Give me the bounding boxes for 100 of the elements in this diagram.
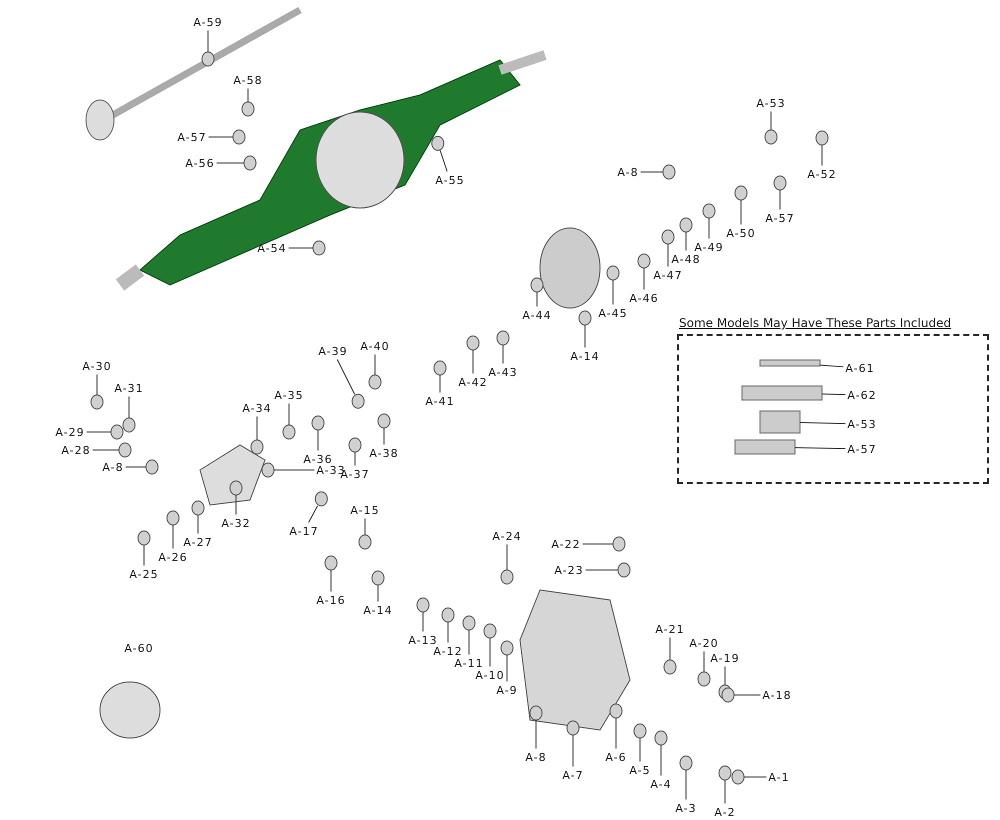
callout-number: A-26 [158, 550, 188, 564]
leader-line [612, 280, 614, 305]
callout-number: A-8 [102, 460, 124, 474]
part-drawing [368, 374, 382, 390]
part-drawing [110, 424, 124, 440]
leader-line [724, 666, 726, 686]
part-drawing [664, 660, 676, 674]
callout-number: A-41 [425, 394, 455, 408]
leader-line [308, 505, 318, 523]
part-drawing [416, 598, 430, 612]
part-drawing [662, 164, 676, 180]
part-drawing [378, 414, 390, 428]
part-drawing [612, 536, 626, 552]
callout-number: A-32 [221, 516, 251, 530]
callout-number: A-44 [522, 308, 552, 322]
part-drawing [760, 360, 820, 366]
callout-number: A-34 [242, 402, 272, 414]
part-drawing [282, 424, 296, 440]
leader-line [330, 570, 332, 592]
leader-line [422, 612, 424, 632]
part-drawing [680, 756, 692, 770]
callout-number: A-40 [360, 340, 390, 352]
part-drawing [718, 766, 732, 780]
callout-number: A-15 [350, 504, 380, 516]
part-drawing [352, 394, 365, 409]
part-drawing [118, 442, 132, 458]
callout-number: A-4 [650, 778, 672, 790]
part-drawing [530, 278, 544, 292]
callout-number: A-20 [689, 636, 719, 650]
callout-number: A-5 [629, 764, 651, 776]
callout-number: A-16 [316, 594, 346, 606]
callout-number: A-42 [458, 376, 488, 388]
callout-number: A-19 [710, 652, 740, 664]
callout-number: A-53 [756, 96, 786, 110]
callout-number: A-17 [289, 524, 319, 538]
part-drawing [442, 608, 454, 622]
part-drawing [638, 254, 650, 268]
callout-number: A-53 [847, 418, 877, 430]
callout-number: A-54 [257, 242, 287, 254]
part-drawing [500, 570, 514, 584]
part-drawing [232, 130, 246, 144]
leader-line [770, 111, 772, 130]
part-drawing [606, 266, 620, 280]
leader-line [336, 359, 356, 395]
callout-number: A-47 [653, 268, 683, 282]
part-drawing [192, 500, 204, 516]
leader-line [374, 354, 376, 376]
leader-line [708, 218, 710, 239]
leader-line [744, 776, 767, 778]
leader-line [800, 422, 846, 424]
callout-number: A-52 [807, 168, 837, 180]
leader-line [740, 200, 742, 225]
callout-number: A-21 [655, 622, 685, 636]
leader-line [468, 630, 470, 655]
callout-number: A-1 [768, 770, 790, 784]
leader-line [96, 374, 98, 396]
leader-line [125, 466, 146, 468]
part-drawing [566, 720, 580, 736]
part-drawing [312, 240, 326, 256]
part-drawing [618, 562, 630, 578]
part-drawing [348, 438, 362, 452]
callout-number: A-24 [492, 530, 522, 542]
callout-number: A-8 [617, 166, 639, 178]
callout-number: A-61 [845, 362, 875, 374]
part-drawing [774, 176, 786, 190]
callout-number: A-46 [629, 292, 659, 304]
part-drawing [166, 510, 180, 526]
leader-line [724, 780, 726, 804]
part-drawing [314, 491, 328, 506]
callout-number: A-10 [475, 668, 505, 682]
callout-number: A-3 [675, 802, 697, 814]
callout-number: A-23 [554, 564, 584, 576]
part-drawing [816, 130, 828, 146]
callout-number: A-38 [369, 446, 399, 460]
callout-number: A-29 [55, 426, 85, 438]
callout-number: A-48 [671, 252, 701, 266]
part-drawing [732, 770, 744, 784]
leader-line [440, 150, 448, 172]
part-drawing [760, 410, 800, 434]
part-drawing [312, 416, 324, 430]
callout-number: A-25 [129, 568, 159, 580]
part-drawing [434, 360, 446, 376]
callout-number: A-14 [363, 604, 393, 616]
leader-line [506, 544, 508, 570]
part-drawing [202, 52, 214, 66]
callout-number: A-36 [303, 452, 333, 466]
callout-number: A-9 [496, 684, 518, 696]
part-drawing [764, 130, 778, 144]
leader-line [208, 136, 234, 138]
part-drawing [578, 310, 592, 326]
part-drawing [90, 394, 104, 410]
part-drawing [742, 386, 822, 400]
part-drawing [484, 624, 496, 638]
callout-number: A-27 [183, 536, 213, 548]
callout-number: A-43 [488, 366, 518, 378]
callout-number: A-50 [726, 226, 756, 240]
callout-number: A-8 [525, 750, 547, 764]
part-drawing [138, 530, 150, 546]
part-drawing [372, 570, 384, 586]
part-drawing [466, 336, 480, 350]
